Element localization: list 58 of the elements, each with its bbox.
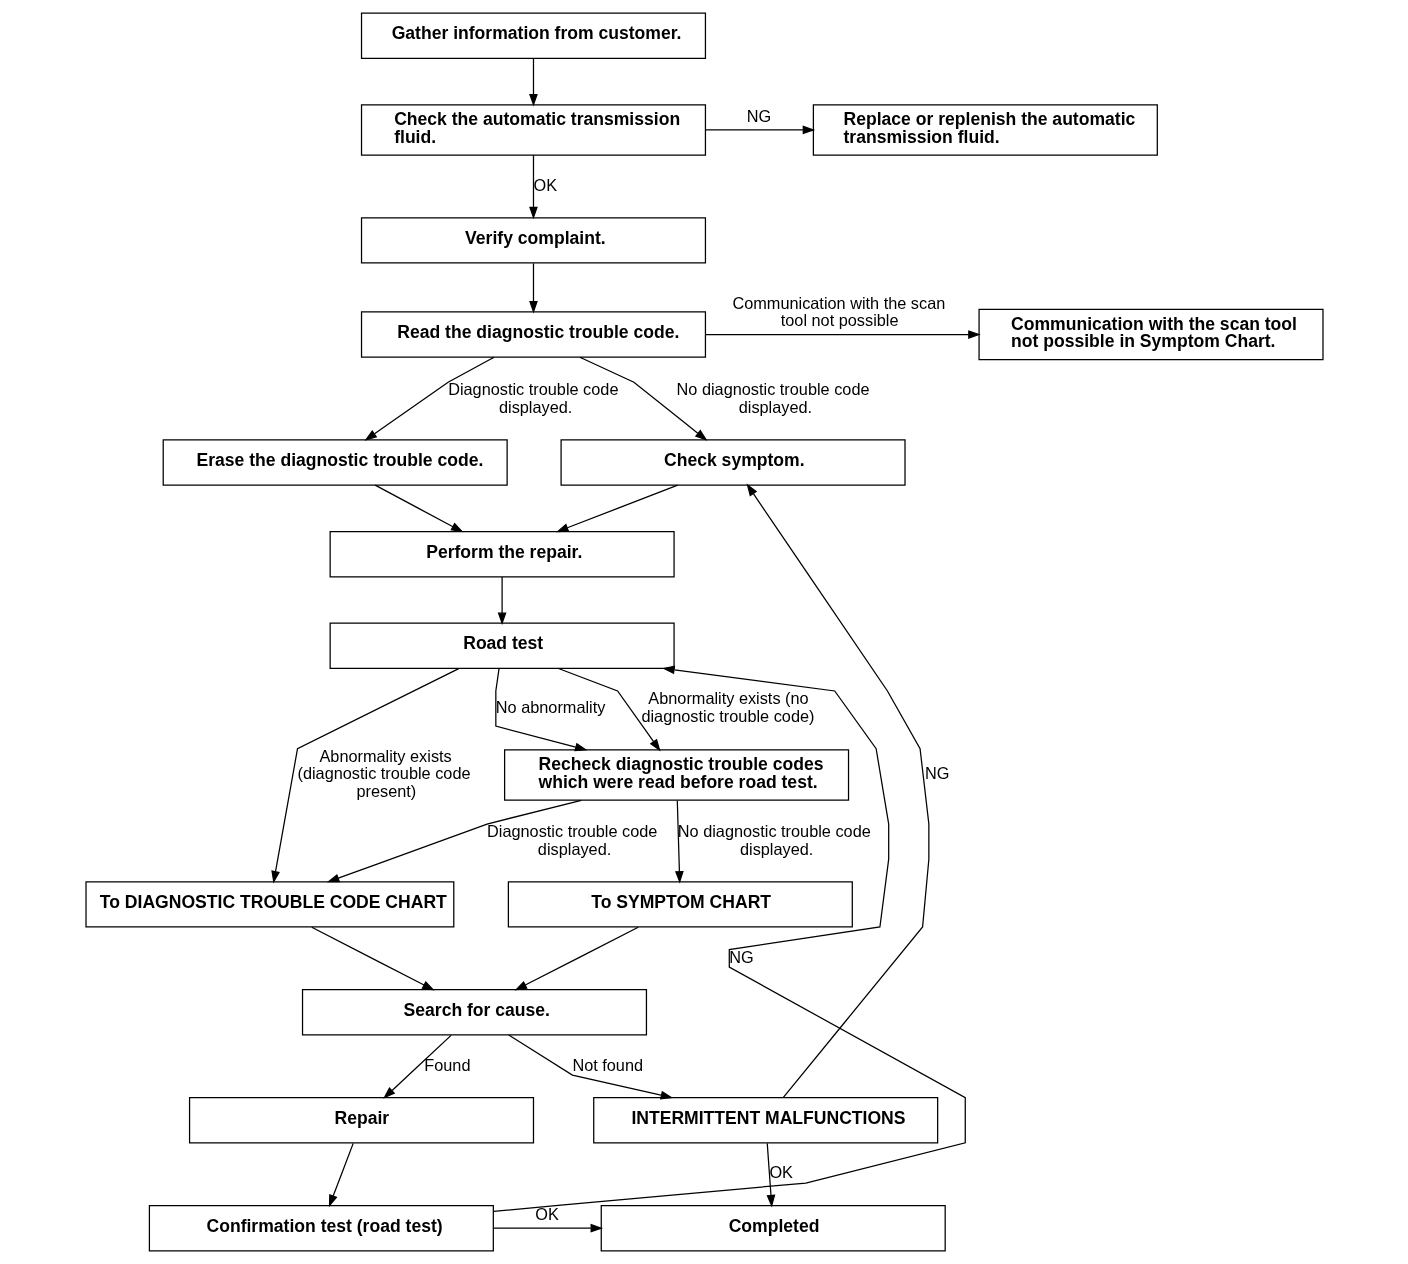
arrow [494,667,587,752]
edge-label: No diagnostic trouble code displayed. [676,380,870,416]
edge-label: Abnormality exists (diagnostic trouble code present) [297,746,471,800]
arrow [514,926,639,991]
node-box: Gather information from customer. [360,12,706,59]
node-box: Check symptom. [559,439,906,486]
node-box: Perform the repair. [329,530,675,578]
edge-label: OK [768,1163,793,1182]
edge-label: Abnormality exists (no diagnostic trouble code) [640,689,814,725]
arrow [270,668,459,884]
arrow [579,356,707,441]
node-box: Check the automatic transmission fluid. [360,104,706,156]
node-box: Confirmation test (road test) [148,1204,494,1252]
edge-label: Found [423,1055,470,1074]
arrow [374,484,464,533]
edge-label: Diagnostic trouble code displayed. [486,822,657,858]
arrow [704,330,981,339]
arrow [382,1034,452,1099]
arrow [310,926,435,991]
arrow [555,484,678,533]
edge-label: NG [746,106,771,125]
edge-label: OK [532,175,557,194]
node-box: To SYMPTOM CHART [507,881,853,928]
arrow [497,576,506,626]
node-box: Road test [329,622,675,670]
edge-label: No diagnostic trouble code displayed. [677,822,871,858]
node-box: Search for cause. [301,989,647,1036]
node-box: Completed [600,1204,946,1252]
arrow [704,125,815,135]
arrow [507,1034,673,1100]
arrow [528,58,538,107]
node-box: Replace or replenish the automatic transmission fluid. [812,104,1158,156]
arrow [674,800,684,884]
node-box: Repair [188,1097,534,1144]
edge-label: Diagnostic trouble code displayed. [447,380,618,416]
arrow [492,665,966,1212]
arrow [746,483,929,1098]
node-box: To DIAGNOSTIC TROUBLE CODE CHART [84,881,454,928]
edge-label: No abnormality [495,697,605,716]
edge-label: Not found [571,1055,643,1074]
node-box: Communication with the scan tool not possible in Symptom Chart. [977,308,1324,361]
arrow [492,1223,603,1233]
arrow [557,667,661,752]
node-box: Recheck diagnostic trouble codes which were read before road test. [503,749,849,801]
node-box: Read the diagnostic trouble code. [360,311,706,358]
edge-label: NG [924,764,950,783]
arrow [363,356,494,441]
node-box: INTERMITTENT MALFUNCTIONS [592,1097,938,1144]
node-box: Verify complaint. [360,217,706,264]
edge-label: Communication with the scan tool not possible [731,293,945,330]
edge-label: NG [728,947,754,966]
edge-label: OK [534,1204,559,1223]
arrow [528,154,538,220]
node-box: Erase the diagnostic trouble code. [162,439,508,486]
arrow [328,1142,354,1208]
arrow [766,1142,775,1208]
arrow [326,799,582,883]
arrow [528,262,538,314]
